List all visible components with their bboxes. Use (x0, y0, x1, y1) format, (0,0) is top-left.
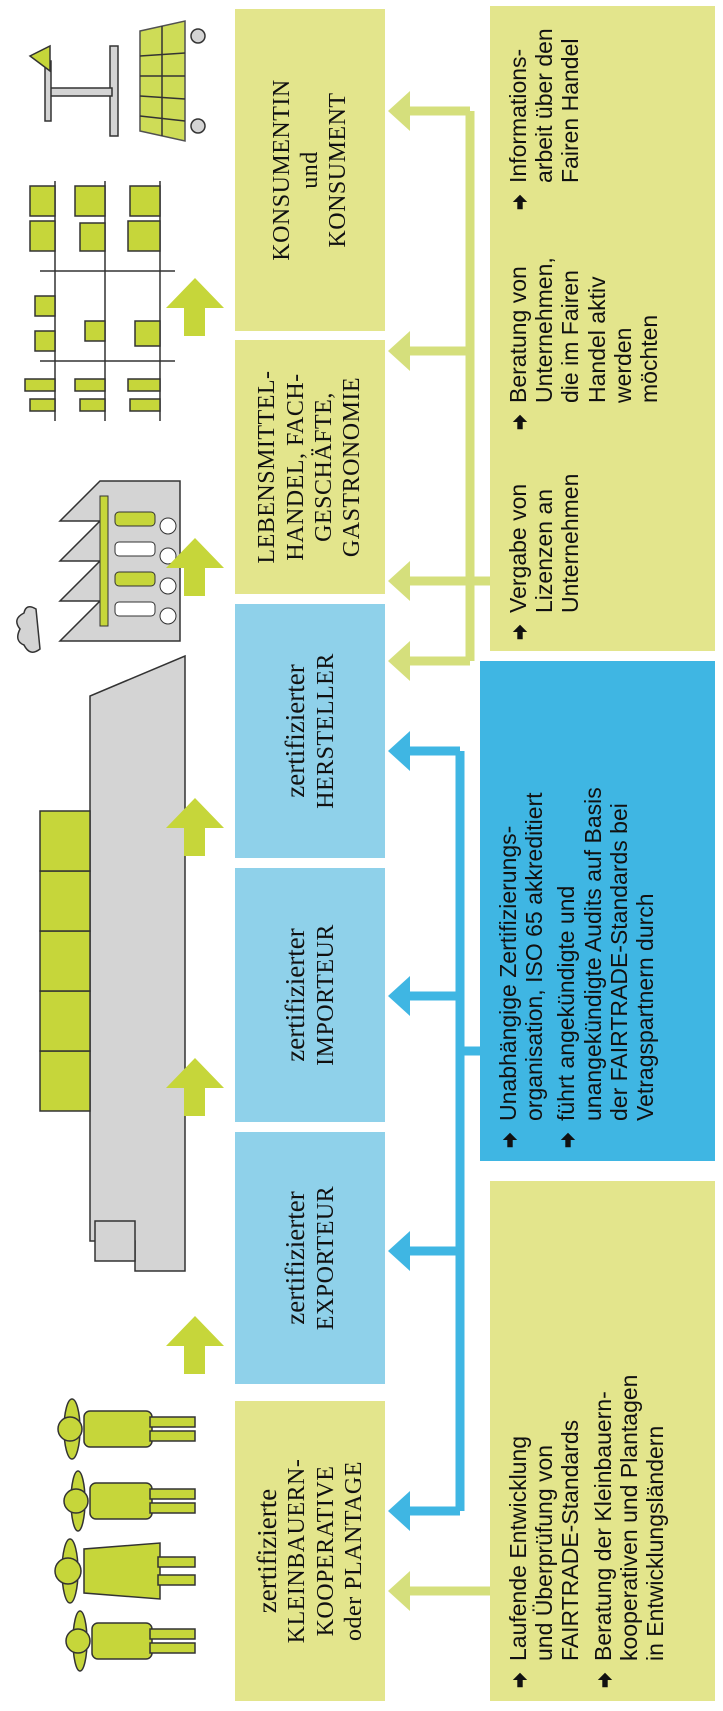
bullet-line: werden (609, 327, 636, 403)
retail-shelves-icon (24, 181, 175, 421)
green-connectors-right (400, 106, 490, 666)
green-arrowheads-right (388, 91, 410, 681)
bullet-item: Beratung von Unternehmen, die im Fairen … (505, 231, 662, 431)
bullet-line: kooperativen und Plantagen (615, 1374, 642, 1661)
bullet-line: Unternehmen (557, 473, 584, 613)
arrow-bullet-icon (512, 414, 528, 430)
blue-arrowheads (388, 731, 410, 1531)
arrow-bullet-icon (502, 1132, 518, 1148)
bullet-item: Informations- arbeit über den Fairen Han… (505, 11, 584, 211)
bullet-item: Beratung der Kleinbauern- kooperativen u… (590, 1189, 669, 1689)
bullet-line: FAIRTRADE-Standards (557, 1419, 584, 1661)
bullet-item: Unabhängige Zertifizierungs- organisatio… (495, 669, 547, 1149)
ship-icon (39, 654, 186, 1272)
bullet-line: der FAIRTRADE-Standards bei (605, 803, 632, 1121)
panel-licensing-col-3: Informations- arbeit über den Fairen Han… (505, 11, 590, 211)
bullet-line: und Überprüfung von (531, 1444, 558, 1661)
bullet-line: in Entwicklungsländern (642, 1425, 669, 1661)
panel-licensing-col-1: Vergabe von Lizenzen an Unternehmen (505, 451, 590, 641)
bullet-item: Vergabe von Lizenzen an Unternehmen (505, 451, 584, 641)
green-arrowheads-left (388, 1571, 410, 1611)
bullet-line: Unternehmen, (531, 257, 558, 403)
panel-standards-text: Laufende Entwicklung und Überprüfung von… (505, 1189, 674, 1689)
shopping-cart-icon (28, 20, 206, 142)
bullet-item: führt angekündigte und unangekündigte Au… (553, 669, 658, 1149)
bullet-line: führt angekündigte und (553, 885, 580, 1121)
arrow-bullet-icon (597, 1672, 612, 1688)
bullet-line: möchten (636, 314, 663, 403)
bullet-line: Beratung der Kleinbauern- (589, 1391, 616, 1661)
bullet-line: arbeit über den (531, 28, 558, 183)
bullet-line: Vergabe von (505, 483, 531, 613)
bullet-line: Handel aktiv (583, 276, 610, 403)
bullet-line: Beratung von (505, 266, 531, 403)
flow-arrow (166, 1058, 224, 1116)
bullet-line: die im Fairen (557, 270, 584, 403)
blue-connectors (400, 746, 480, 1516)
bullet-line: Vetragspartnern durch (632, 893, 659, 1121)
panel-licensing-col-2: Beratung von Unternehmen, die im Fairen … (505, 231, 668, 431)
farmers-icon (54, 1398, 196, 1672)
arrow-bullet-icon (512, 624, 528, 640)
bullet-line: Laufende Entwicklung (505, 1435, 531, 1661)
bullet-line: unangekündigte Audits auf Basis (579, 787, 606, 1121)
flow-arrow (166, 278, 224, 336)
flow-arrows (166, 278, 224, 1374)
bullet-line: Fairen Handel (557, 38, 584, 183)
bullet-line: Informations- (505, 48, 531, 183)
flow-arrow (166, 1316, 224, 1374)
flow-arrow (166, 798, 224, 856)
arrow-bullet-icon (561, 1132, 576, 1148)
panel-certification-text: Unabhängige Zertifizierungs- organisatio… (495, 669, 664, 1149)
flow-arrow (166, 538, 224, 596)
bullet-line: Lizenzen an (531, 488, 558, 613)
arrow-bullet-icon (512, 194, 528, 210)
factory-icon (16, 480, 181, 653)
arrow-bullet-icon (512, 1672, 528, 1688)
bullet-item: Laufende Entwicklung und Überprüfung von… (505, 1189, 584, 1689)
bullet-line: Unabhängige Zertifizierungs- (495, 825, 521, 1121)
bullet-line: organisation, ISO 65 akkreditiert (521, 792, 548, 1121)
